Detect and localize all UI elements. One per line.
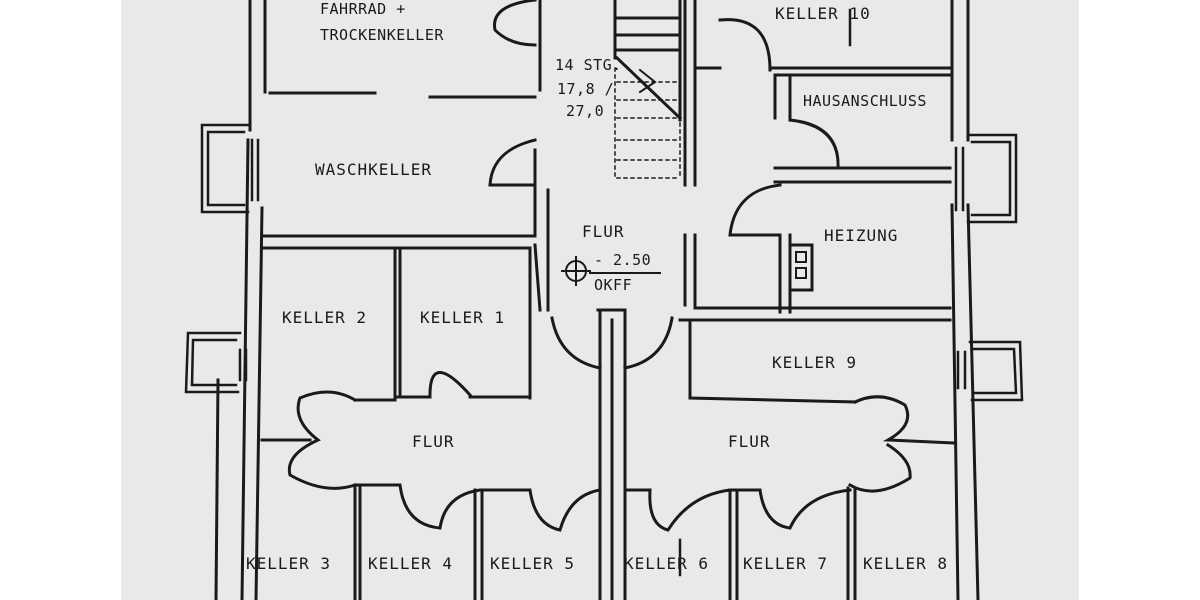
stairs-label-steps: 14 STG. (555, 56, 622, 74)
window-bay-left-upper (200, 123, 260, 214)
room-label-keller-5: KELLER 5 (490, 554, 576, 573)
room-label-keller-8: KELLER 8 (863, 554, 949, 573)
room-label-trockenkeller: TROCKENKELLER (320, 26, 444, 44)
flur-right-label: FLUR (728, 432, 771, 451)
level-marker: - 2.50 (594, 251, 652, 269)
stairs-label-tread: 27,0 (566, 102, 605, 120)
walls-lower-keller (353, 483, 857, 600)
window-bay-right-lower (956, 340, 1024, 402)
room-label-keller-4: KELLER 4 (368, 554, 454, 573)
walls-keller-1-2 (260, 246, 532, 442)
walls-fahrrad-waschkeller (260, 0, 542, 238)
room-label-keller-10: KELLER 10 (775, 4, 871, 23)
stairs-label-rise: 17,8 / (557, 80, 615, 98)
room-label-keller-7: KELLER 7 (743, 554, 829, 573)
flur-left-label: FLUR (412, 432, 455, 451)
staircase (613, 0, 697, 187)
outer-wall-right (950, 0, 980, 600)
room-label-keller-1: KELLER 1 (420, 308, 506, 327)
room-label-waschkeller: WASCHKELLER (315, 160, 432, 179)
room-label-heizung: HEIZUNG (824, 226, 899, 245)
room-label-keller-6: KELLER 6 (624, 554, 710, 573)
room-label-keller-2: KELLER 2 (282, 308, 368, 327)
room-label-keller-3: KELLER 3 (246, 554, 332, 573)
walls-central-flur (533, 188, 674, 600)
room-label-keller-9: KELLER 9 (772, 353, 858, 372)
outer-wall-left (214, 0, 267, 600)
room-label-fahrrad: FAHRRAD + (320, 0, 406, 18)
walls-keller-9 (688, 318, 857, 404)
walls-flur-right (623, 395, 957, 532)
walls-keller10-hausanschluss (693, 8, 952, 184)
flur-center-label: FLUR (582, 222, 625, 241)
walls-flur-left (287, 390, 602, 532)
walls-heizung (678, 183, 952, 322)
level-datum: OKFF (594, 276, 633, 294)
window-bay-right-upper (954, 133, 1018, 224)
room-label-hausanschluss: HAUSANSCHLUSS (803, 92, 927, 110)
window-bay-left-lower (184, 331, 248, 394)
